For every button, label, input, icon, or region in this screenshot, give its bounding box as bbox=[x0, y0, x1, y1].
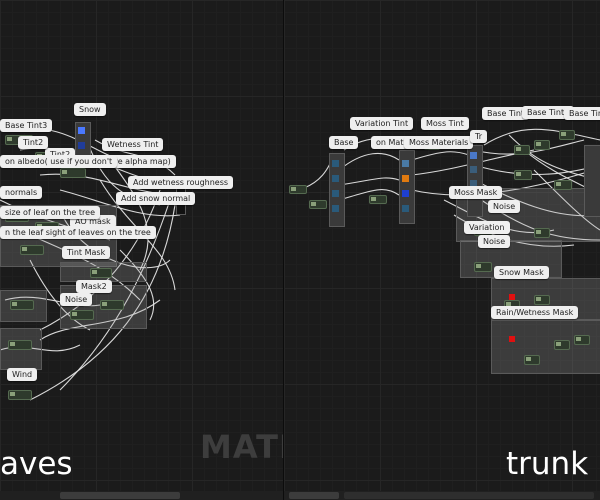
red-mask-icon bbox=[509, 336, 515, 342]
color-swatch-icon bbox=[470, 166, 477, 173]
color-swatch-icon bbox=[402, 190, 409, 197]
comment-bubble[interactable]: have alpha map) bbox=[98, 155, 176, 168]
comment-bubble[interactable]: Mask2 bbox=[76, 280, 112, 293]
comment-bubble[interactable]: Tint Mask bbox=[62, 246, 111, 259]
graph-node[interactable] bbox=[90, 268, 112, 278]
horizontal-scrollbar[interactable] bbox=[284, 491, 600, 500]
comment-bubble[interactable]: size of leaf on the tree bbox=[0, 206, 100, 219]
graph-node[interactable] bbox=[20, 245, 44, 255]
watermark-text: MATE bbox=[200, 428, 284, 466]
comment-bubble[interactable]: Tint2 bbox=[18, 136, 49, 149]
color-swatch-icon bbox=[402, 205, 409, 212]
comment-bubble[interactable]: Wind bbox=[7, 368, 38, 381]
comment-bubble[interactable]: normals bbox=[0, 186, 43, 199]
comment-bubble[interactable]: Base Tint3 bbox=[0, 119, 53, 132]
graph-node[interactable] bbox=[574, 335, 590, 345]
comment-bubble[interactable]: Variation Tint bbox=[350, 117, 414, 130]
texture-sample-node[interactable] bbox=[584, 145, 600, 217]
color-swatch-icon bbox=[332, 190, 339, 197]
comment-bubble[interactable]: Snow bbox=[74, 103, 106, 116]
panel-caption: aves bbox=[0, 446, 73, 482]
color-swatch-icon bbox=[332, 160, 339, 167]
graph-node[interactable] bbox=[10, 300, 34, 310]
graph-node[interactable] bbox=[514, 145, 530, 155]
comment-bubble[interactable]: Snow Mask bbox=[494, 266, 549, 279]
panel-caption: trunk bbox=[506, 446, 589, 482]
comment-bubble[interactable]: Base bbox=[329, 136, 359, 149]
graph-node[interactable] bbox=[534, 140, 550, 150]
graph-node[interactable] bbox=[8, 340, 32, 350]
comment-box[interactable] bbox=[491, 320, 600, 374]
comment-bubble[interactable]: n the leaf sight of leaves on the tree bbox=[0, 226, 156, 239]
comment-bubble[interactable]: Noise bbox=[488, 200, 521, 213]
graph-node[interactable] bbox=[289, 185, 307, 194]
graph-node[interactable] bbox=[514, 170, 532, 180]
graph-node[interactable] bbox=[474, 262, 492, 272]
graph-node[interactable] bbox=[60, 168, 86, 178]
right-material-graph-panel[interactable]: Variation Tint Moss Tint Base Tint Base … bbox=[284, 0, 600, 500]
comment-bubble[interactable]: Moss Mask bbox=[449, 186, 503, 199]
comment-bubble[interactable]: Add wetness roughness bbox=[128, 176, 234, 189]
graph-node[interactable] bbox=[524, 355, 540, 365]
comment-bubble[interactable]: Tr bbox=[470, 130, 487, 143]
color-swatch-icon bbox=[402, 175, 409, 182]
graph-node[interactable] bbox=[554, 340, 570, 350]
color-swatch-icon bbox=[78, 142, 85, 149]
comment-bubble[interactable]: Moss Tint bbox=[421, 117, 469, 130]
comment-bubble[interactable]: Noise bbox=[60, 293, 93, 306]
graph-node[interactable] bbox=[309, 200, 327, 209]
scrollbar-thumb[interactable] bbox=[60, 492, 180, 499]
comment-bubble[interactable]: on albedo( use if you don't bbox=[0, 155, 118, 168]
color-swatch-icon bbox=[78, 127, 85, 134]
color-swatch-icon bbox=[470, 180, 477, 187]
graph-node[interactable] bbox=[534, 295, 550, 305]
red-mask-icon bbox=[509, 294, 515, 300]
comment-bubble[interactable]: Base Tint bbox=[482, 107, 530, 120]
color-swatch-icon bbox=[332, 175, 339, 182]
graph-node[interactable] bbox=[534, 228, 550, 238]
comment-bubble[interactable]: Noise bbox=[478, 235, 511, 248]
comment-bubble[interactable]: Base Tint2 bbox=[522, 106, 575, 119]
color-swatch-icon bbox=[332, 205, 339, 212]
graph-node[interactable] bbox=[559, 130, 575, 140]
graph-node[interactable] bbox=[100, 300, 124, 310]
color-swatch-icon bbox=[402, 160, 409, 167]
graph-node[interactable] bbox=[8, 390, 32, 400]
graph-node[interactable] bbox=[369, 195, 387, 204]
left-material-graph-panel[interactable]: Base Tint3 Tint2 Snow Wetness Tint have … bbox=[0, 0, 284, 500]
graph-node[interactable] bbox=[554, 180, 572, 190]
color-swatch-icon bbox=[470, 152, 477, 159]
horizontal-scrollbar[interactable] bbox=[0, 491, 284, 500]
comment-bubble[interactable]: Variation bbox=[464, 221, 510, 234]
scrollbar-track-segment[interactable] bbox=[344, 492, 594, 499]
comment-bubble[interactable]: Base Tint3 bbox=[564, 107, 600, 120]
comment-bubble[interactable]: Moss Materials bbox=[404, 136, 474, 149]
scrollbar-thumb[interactable] bbox=[289, 492, 339, 499]
comment-bubble[interactable]: Add snow normal bbox=[116, 192, 196, 205]
comment-bubble[interactable]: Rain/Wetness Mask bbox=[491, 306, 579, 319]
comment-bubble[interactable]: Wetness Tint bbox=[102, 138, 164, 151]
graph-node[interactable] bbox=[70, 310, 94, 320]
